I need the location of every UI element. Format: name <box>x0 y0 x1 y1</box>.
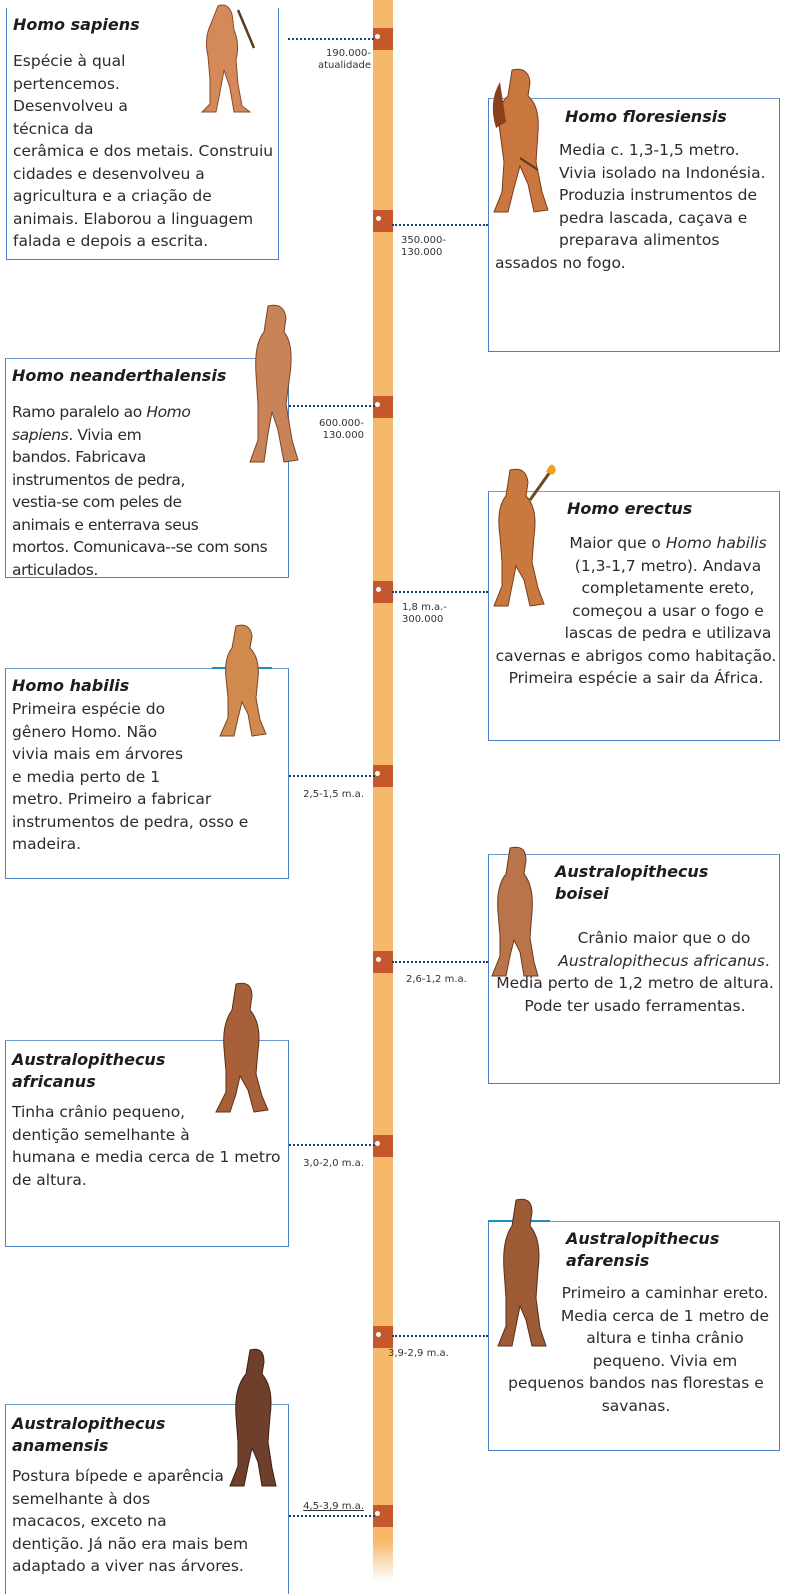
homo-sapiens-figure-icon <box>188 0 268 120</box>
timeline-marker <box>373 396 393 418</box>
date-label: 3,0-2,0 m.a. <box>288 1158 364 1170</box>
species-name: Australopithecus afarensis <box>566 1228 756 1272</box>
species-name: Australopithecus africanus <box>12 1049 182 1093</box>
leader-line <box>288 38 374 40</box>
date-label: 4,5-3,9 m.a. <box>288 1501 364 1513</box>
species-name: Homo sapiens <box>13 14 140 36</box>
leader-line <box>289 1515 375 1517</box>
leader-line <box>392 591 488 593</box>
species-name: Homo habilis <box>12 675 129 697</box>
timeline-marker <box>373 28 393 50</box>
leader-line <box>392 961 488 963</box>
timeline-marker <box>373 951 393 973</box>
australopithecus-africanus-figure-icon <box>204 978 284 1118</box>
timeline-marker <box>373 210 393 232</box>
species-name: Australopithecus anamensis <box>12 1413 182 1457</box>
species-name: Homo erectus <box>567 498 692 520</box>
date-label: 2,5-1,5 m.a. <box>288 789 364 801</box>
timeline-marker <box>373 1505 393 1527</box>
leader-line <box>289 775 375 777</box>
date-label: 350.000- 130.000 <box>401 235 481 259</box>
leader-line <box>289 1144 375 1146</box>
timeline-marker <box>373 765 393 787</box>
species-name: Australopithecus boisei <box>555 861 745 905</box>
species-name: Homo floresiensis <box>565 106 727 128</box>
homo-floresiensis-figure-icon <box>478 62 558 222</box>
homo-habilis-figure-icon <box>210 620 280 740</box>
species-name: Homo neanderthalensis <box>12 365 226 387</box>
date-label: 3,9-2,9 m.a. <box>388 1348 478 1360</box>
australopithecus-boisei-figure-icon <box>480 842 550 982</box>
timeline-marker <box>373 581 393 603</box>
leader-line <box>392 1335 488 1337</box>
australopithecus-anamensis-figure-icon <box>220 1344 290 1494</box>
homo-erectus-figure-icon <box>480 462 570 612</box>
date-label: 1,8 m.a.- 300.000 <box>402 602 482 626</box>
australopithecus-afarensis-figure-icon <box>486 1194 556 1354</box>
timeline-marker <box>373 1326 393 1348</box>
leader-line <box>392 224 488 226</box>
date-label: 190.000- atualidade <box>296 48 371 72</box>
date-label: 2,6-1,2 m.a. <box>406 974 486 986</box>
timeline-marker <box>373 1135 393 1157</box>
homo-neanderthalensis-figure-icon <box>240 300 310 470</box>
